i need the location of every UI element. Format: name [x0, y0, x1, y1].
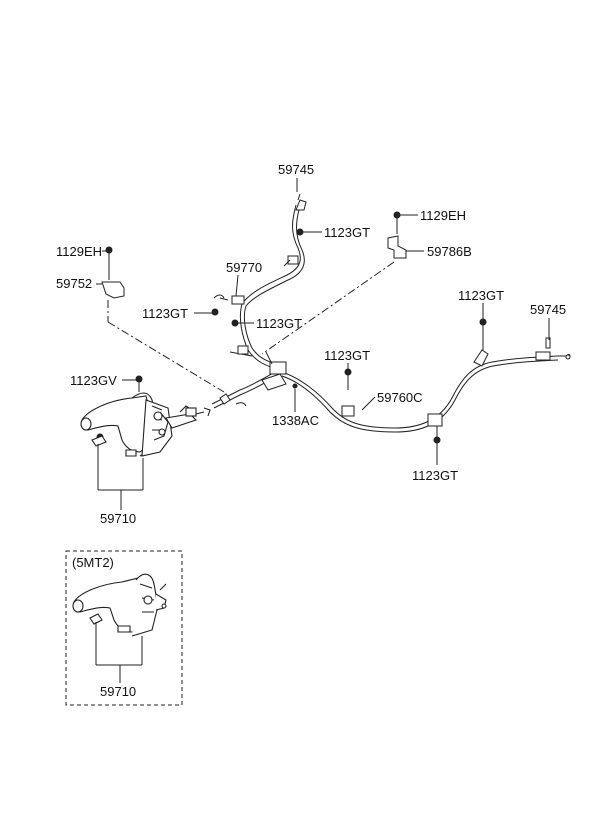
- label-1123gt-d: 1123GT: [458, 288, 505, 303]
- cable-equalizer: [229, 351, 287, 391]
- cable-59770: [239, 204, 305, 371]
- callout-59710-box: [95, 622, 143, 683]
- label-1123gt-b: 1123GT: [142, 306, 189, 321]
- cable-right-clips: [341, 337, 571, 427]
- label-59710-box: 59710: [100, 684, 137, 699]
- bracket-59786b: [387, 211, 407, 259]
- label-5mt2: (5MT2): [72, 555, 114, 570]
- label-1123gt-e: 1123GT: [324, 348, 371, 363]
- callout-59710-main: [97, 444, 144, 510]
- label-59786b: 59786B: [427, 244, 472, 259]
- label-59770: 59770: [226, 260, 263, 275]
- label-1123gv: 1123GV: [70, 373, 117, 388]
- label-1123gt-a: 1123GT: [324, 225, 371, 240]
- bracket-59752: [101, 246, 125, 299]
- label-59760c: 59760C: [377, 390, 423, 405]
- cable-clips: [213, 193, 307, 355]
- parking-brake-lever-main: [80, 392, 211, 457]
- label-59745-right: 59745: [530, 302, 567, 317]
- label-1338ac: 1338AC: [272, 413, 319, 428]
- label-59752: 59752: [56, 276, 93, 291]
- parking-brake-lever-5mt2: [72, 573, 167, 637]
- label-59745-top: 59745: [278, 162, 315, 177]
- variant-box: [65, 550, 183, 706]
- label-1123gt-f: 1123GT: [412, 468, 459, 483]
- label-59710-main: 59710: [100, 511, 137, 526]
- label-1129eh-right: 1129EH: [420, 208, 467, 223]
- dashed-leaders: [107, 261, 395, 393]
- label-1129eh-left: 1129EH: [56, 244, 103, 259]
- label-leaders: [96, 178, 550, 465]
- label-1123gt-c: 1123GT: [256, 316, 303, 331]
